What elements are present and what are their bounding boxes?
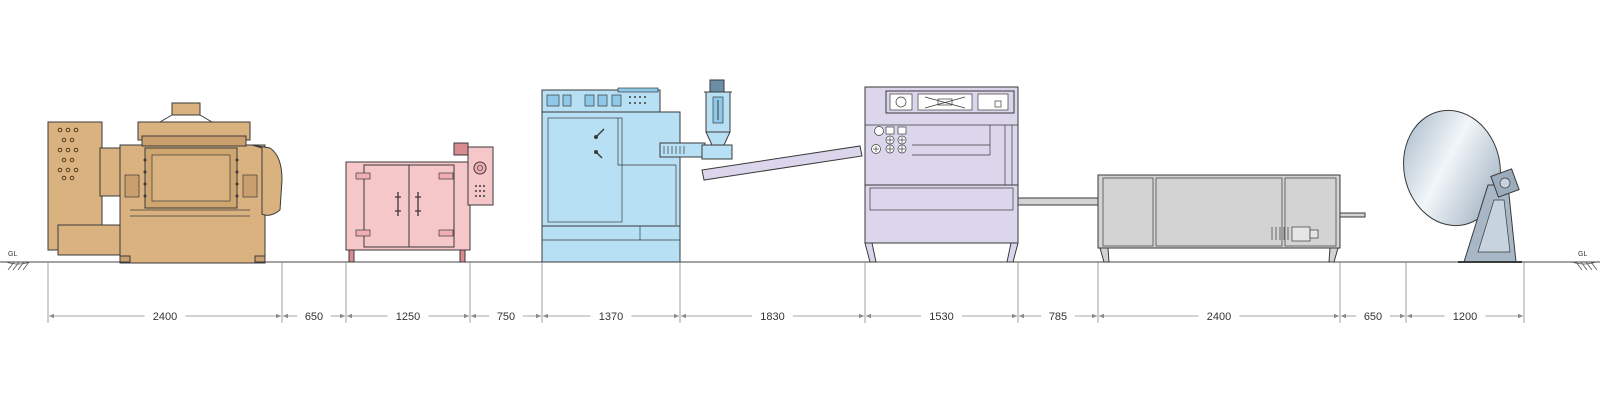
oven-cabinet-machine: [345, 142, 494, 263]
dimension-arrow: [471, 313, 476, 319]
ground-label-right: GL: [1578, 251, 1587, 258]
dimension-chain: 2400 650 1250 750 1370 1830 1530 785 2400 650 1200: [47, 262, 1525, 323]
extruder-barrel: [659, 142, 706, 158]
dimension-arrow: [1400, 313, 1405, 319]
extruder-machine: [541, 79, 733, 263]
dimension-label: 1370: [599, 311, 623, 323]
coating-pan-drum: [1403, 109, 1501, 227]
inclined-conveyor: [701, 145, 863, 181]
dimension-arrow: [674, 313, 679, 319]
dimension-arrow: [283, 313, 288, 319]
dimension-label: 1250: [396, 311, 420, 323]
dimension-arrow: [1012, 313, 1017, 319]
dimension-arrow: [1407, 313, 1412, 319]
ground-hatch-right: [1571, 261, 1598, 271]
dimension-arrow: [49, 313, 54, 319]
dimension-arrow: [464, 313, 469, 319]
mixer-machine: [47, 102, 283, 264]
dimension-arrow: [276, 313, 281, 319]
forming-machine: [864, 86, 1019, 263]
dimension-arrow: [681, 313, 686, 319]
dimension-arrow: [340, 313, 345, 319]
dimension-arrow: [1099, 313, 1104, 319]
ground-hatch-left: [5, 261, 31, 271]
cooling-conveyor-machine: [1097, 174, 1366, 263]
ground-label-left: GL: [8, 251, 17, 258]
mixer-top-handle: [171, 102, 201, 116]
dimension-arrow: [347, 313, 352, 319]
dimension-arrow: [1092, 313, 1097, 319]
connecting-conveyor: [1017, 197, 1099, 206]
dimension-label: 650: [1364, 311, 1382, 323]
dimension-label: 750: [497, 311, 515, 323]
dimension-label: 785: [1049, 311, 1067, 323]
mixer-control-buttons: [57, 127, 79, 181]
coating-pan-machine: [1403, 109, 1522, 263]
dimension-label: 1830: [760, 311, 784, 323]
dimension-arrow: [866, 313, 871, 319]
dimension-label: 2400: [153, 311, 177, 323]
extruder-base: [541, 225, 681, 263]
oven-door-left: [363, 164, 410, 248]
dimension-label: 1200: [1453, 311, 1477, 323]
dimension-label: 650: [305, 311, 323, 323]
dimension-arrow: [1518, 313, 1523, 319]
dimension-label: 2400: [1207, 311, 1231, 323]
dimension-arrow: [536, 313, 541, 319]
dimension-label: 1530: [929, 311, 953, 323]
dimension-arrow: [1334, 313, 1339, 319]
conveyor-drive-motor: [1291, 226, 1311, 242]
dimension-arrow: [543, 313, 548, 319]
dimension-arrow: [1019, 313, 1024, 319]
dimension-arrow: [1341, 313, 1346, 319]
oven-motor: [453, 142, 469, 156]
dimension-arrow: [859, 313, 864, 319]
